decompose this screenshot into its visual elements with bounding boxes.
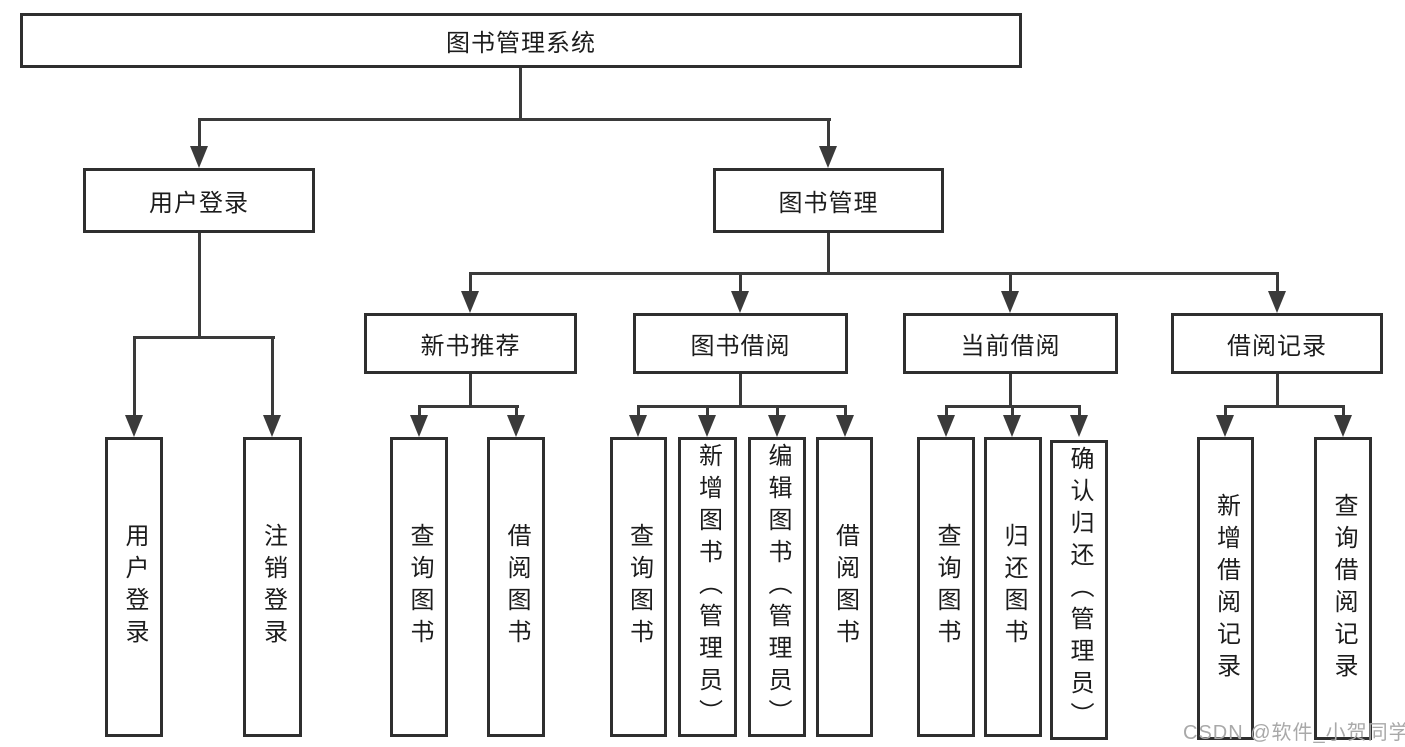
arrow-down-icon <box>263 336 281 437</box>
leaf-label: 确认归还（管理员） <box>1066 446 1093 734</box>
arrow-down-icon <box>1216 405 1234 437</box>
connector-line <box>519 68 522 118</box>
leaf-query-books-current: 查询图书 <box>917 437 975 737</box>
arrow-down-icon <box>731 272 749 313</box>
arrow-down-icon <box>836 405 854 437</box>
leaf-logout: 注销登录 <box>243 437 302 737</box>
leaf-label: 查询借阅记录 <box>1330 492 1357 685</box>
leaf-return-books: 归还图书 <box>984 437 1042 737</box>
node-book-management: 图书管理 <box>713 168 944 233</box>
leaf-label: 借阅图书 <box>503 523 530 651</box>
node-label: 当前借阅 <box>960 333 1061 360</box>
leaf-label: 新增图书（管理员） <box>694 443 722 731</box>
connector-line <box>637 405 847 408</box>
leaf-edit-books-admin: 编辑图书（管理员） <box>748 437 806 737</box>
arrow-down-icon <box>819 118 837 168</box>
node-label: 用户登录 <box>149 190 249 217</box>
node-library-management-system: 图书管理系统 <box>20 13 1022 68</box>
leaf-label: 借阅图书 <box>831 523 859 651</box>
arrow-down-icon <box>1070 405 1088 437</box>
leaf-confirm-return-admin: 确认归还（管理员） <box>1050 440 1108 740</box>
leaf-label: 查询图书 <box>406 523 433 651</box>
arrow-down-icon <box>937 405 955 437</box>
arrow-down-icon <box>461 272 479 313</box>
connector-line <box>1009 374 1012 406</box>
node-label: 借阅记录 <box>1227 333 1327 360</box>
connector-line <box>1224 405 1345 408</box>
arrow-down-icon <box>507 405 525 437</box>
arrow-down-icon <box>1003 405 1021 437</box>
arrow-down-icon <box>190 118 208 168</box>
connector-line <box>469 272 1279 275</box>
connector-line <box>198 233 201 337</box>
arrow-down-icon <box>768 405 786 437</box>
arrow-down-icon <box>1334 405 1352 437</box>
node-book-borrowing: 图书借阅 <box>633 313 848 374</box>
connector-line <box>1276 374 1279 406</box>
node-label: 图书借阅 <box>690 333 791 360</box>
connector-line <box>418 405 519 408</box>
leaf-label: 归还图书 <box>1000 523 1027 651</box>
csdn-watermark: CSDN @软件_小贺同学 <box>1183 722 1405 744</box>
node-borrowing-records: 借阅记录 <box>1171 313 1383 374</box>
arrow-down-icon <box>1268 272 1286 313</box>
connector-line <box>198 118 831 121</box>
node-label: 新书推荐 <box>420 333 521 360</box>
arrow-down-icon <box>629 405 647 437</box>
leaf-label: 用户登录 <box>121 523 148 651</box>
arrow-down-icon <box>125 336 143 437</box>
leaf-add-books-admin: 新增图书（管理员） <box>678 437 737 737</box>
leaf-query-books-borrowing: 查询图书 <box>610 437 667 737</box>
node-current-borrowing: 当前借阅 <box>903 313 1118 374</box>
node-label: 图书管理 <box>778 190 879 217</box>
connector-line <box>133 336 275 339</box>
node-new-book-recommend: 新书推荐 <box>364 313 577 374</box>
arrow-down-icon <box>698 405 716 437</box>
leaf-label: 查询图书 <box>933 523 960 651</box>
arrow-down-icon <box>1001 272 1019 313</box>
node-user-login: 用户登录 <box>83 168 315 233</box>
leaf-user-login: 用户登录 <box>105 437 163 737</box>
node-label: 图书管理系统 <box>446 30 596 57</box>
leaf-label: 编辑图书（管理员） <box>764 443 791 731</box>
leaf-label: 注销登录 <box>259 523 287 651</box>
leaf-label: 查询图书 <box>625 523 653 651</box>
leaf-label: 新增借阅记录 <box>1212 492 1240 685</box>
leaf-borrow-books: 借阅图书 <box>816 437 873 737</box>
leaf-add-borrow-record: 新增借阅记录 <box>1197 437 1254 740</box>
leaf-query-books-recommend: 查询图书 <box>390 437 448 737</box>
arrow-down-icon <box>410 405 428 437</box>
leaf-query-borrow-record: 查询借阅记录 <box>1314 437 1372 740</box>
connector-line <box>739 374 742 406</box>
connector-line <box>827 233 830 274</box>
leaf-borrow-books-recommend: 借阅图书 <box>487 437 545 737</box>
connector-line <box>469 374 472 406</box>
